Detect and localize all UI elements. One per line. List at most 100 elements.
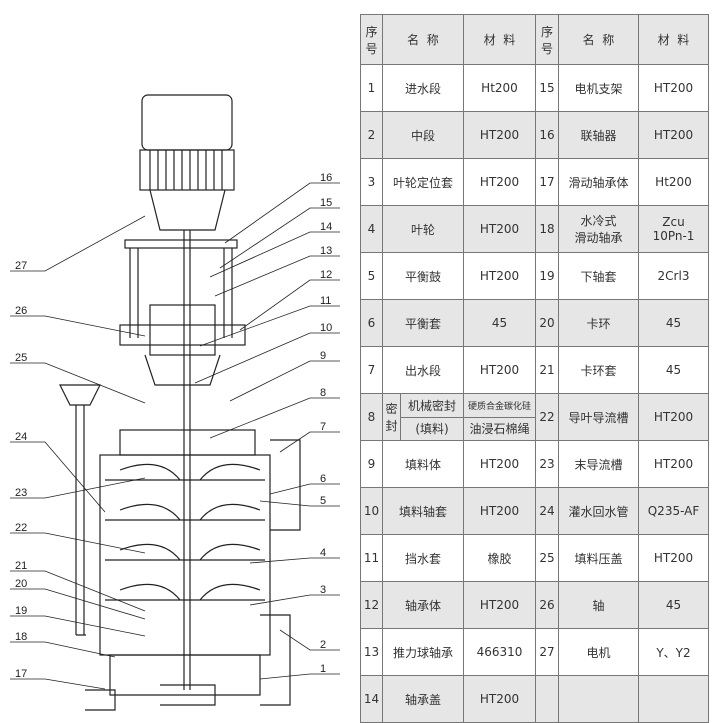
table-cell: 中段 bbox=[382, 111, 464, 159]
table-cell: 轴承体 bbox=[382, 581, 464, 629]
table-cell: 3 bbox=[360, 158, 383, 206]
table-cell: 导叶导流槽 bbox=[558, 393, 639, 441]
callout-25: 25 bbox=[15, 352, 27, 364]
table-cell: 电机 bbox=[558, 628, 639, 676]
table-cell: HT200 bbox=[638, 64, 709, 112]
table-cell: 10 bbox=[360, 487, 383, 535]
table-cell: 19 bbox=[535, 252, 559, 300]
table-cell: (填料) bbox=[400, 417, 463, 440]
table-cell: 轴 bbox=[558, 581, 639, 629]
table-cell: 6 bbox=[360, 299, 383, 347]
table-cell: HT200 bbox=[463, 487, 536, 535]
table-cell: 2Crl3 bbox=[638, 252, 709, 300]
table-cell: 卡环 bbox=[558, 299, 639, 347]
callout-24: 24 bbox=[15, 431, 27, 443]
table-cell: 2 bbox=[360, 111, 383, 159]
motor bbox=[139, 94, 235, 231]
table-cell: HT200 bbox=[463, 158, 536, 206]
table-cell: 13 bbox=[360, 628, 383, 676]
empty-cell bbox=[638, 675, 709, 723]
pump-body bbox=[85, 429, 301, 711]
table-cell: 填料压盖 bbox=[558, 534, 639, 582]
table-cell: HT200 bbox=[463, 581, 536, 629]
table-cell: 滑动轴承体 bbox=[558, 158, 639, 206]
table-cell: HT200 bbox=[638, 440, 709, 488]
callout-27: 27 bbox=[15, 260, 27, 272]
callout-11: 11 bbox=[320, 295, 331, 307]
seal-group-label: 密封 bbox=[383, 394, 401, 440]
header-material: 材 料 bbox=[463, 14, 536, 65]
header-no: 序 号 bbox=[360, 14, 383, 65]
table-cell: Y、Y2 bbox=[638, 628, 709, 676]
header-no: 序 号 bbox=[535, 14, 559, 65]
table-cell: 轴承盖 bbox=[382, 675, 464, 723]
table-cell: HT200 bbox=[638, 111, 709, 159]
motor-bracket bbox=[124, 239, 238, 338]
table-cell: 11 bbox=[360, 534, 383, 582]
callout-7: 7 bbox=[320, 421, 326, 433]
callout-8: 8 bbox=[320, 387, 326, 399]
fill-return-pipe bbox=[59, 384, 101, 636]
callout-9: 9 bbox=[320, 350, 326, 362]
callout-26: 26 bbox=[15, 305, 27, 317]
callout-20: 20 bbox=[15, 578, 27, 590]
table-cell: 45 bbox=[638, 581, 709, 629]
table-cell: 25 bbox=[535, 534, 559, 582]
table-cell: 灌水回水管 bbox=[558, 487, 639, 535]
table-cell: Ht200 bbox=[463, 64, 536, 112]
callout-18: 18 bbox=[15, 631, 27, 643]
table-cell: Ht200 bbox=[638, 158, 709, 206]
table-cell: 26 bbox=[535, 581, 559, 629]
table-cell: 填料轴套 bbox=[382, 487, 464, 535]
callout-1: 1 bbox=[320, 663, 326, 675]
header-name: 名 称 bbox=[558, 14, 639, 65]
table-cell: 卡环套 bbox=[558, 346, 639, 394]
callout-23: 23 bbox=[15, 487, 27, 499]
callout-2: 2 bbox=[320, 639, 326, 651]
table-cell: HT200 bbox=[638, 393, 709, 441]
table-cell: 45 bbox=[463, 299, 536, 347]
table-cell: 平衡鼓 bbox=[382, 252, 464, 300]
table-cell: 1 bbox=[360, 64, 383, 112]
callout-14: 14 bbox=[320, 221, 332, 233]
callout-21: 21 bbox=[15, 560, 27, 572]
table-cell: 联轴器 bbox=[558, 111, 639, 159]
callout-3: 3 bbox=[320, 584, 326, 596]
callout-numbers-left: 27 26 25 24 23 22 21 20 19 18 17 bbox=[15, 260, 27, 680]
table-cell: 21 bbox=[535, 346, 559, 394]
pump-section-drawing: 16 15 14 13 12 11 10 9 8 7 6 5 4 3 2 1 2… bbox=[10, 94, 340, 711]
callout-22: 22 bbox=[15, 522, 27, 534]
table-cell: HT200 bbox=[463, 111, 536, 159]
table-cell: 硬质合金碳化硅 bbox=[464, 394, 535, 418]
table-cell: 油浸石棉绳 bbox=[464, 417, 535, 440]
table-cell: 水冷式 滑动轴承 bbox=[558, 205, 639, 253]
table-cell: 橡胶 bbox=[463, 534, 536, 582]
table-cell: 5 bbox=[360, 252, 383, 300]
callout-15: 15 bbox=[320, 197, 332, 209]
table-cell: 45 bbox=[638, 346, 709, 394]
table-cell: 20 bbox=[535, 299, 559, 347]
table-cell: Q235-AF bbox=[638, 487, 709, 535]
table-cell: 电机支架 bbox=[558, 64, 639, 112]
table-cell: 17 bbox=[535, 158, 559, 206]
table-cell: Zcu 10Pn-1 bbox=[638, 205, 709, 253]
table-cell: HT200 bbox=[463, 346, 536, 394]
callout-numbers-right: 16 15 14 13 12 11 10 9 8 7 6 5 4 3 2 1 bbox=[320, 172, 332, 675]
table-cell: 机械密封 bbox=[400, 394, 463, 418]
callout-5: 5 bbox=[320, 495, 326, 507]
table-cell: 进水段 bbox=[382, 64, 464, 112]
table-cell: 4 bbox=[360, 205, 383, 253]
callout-13: 13 bbox=[320, 245, 332, 257]
table-cell: 9 bbox=[360, 440, 383, 488]
